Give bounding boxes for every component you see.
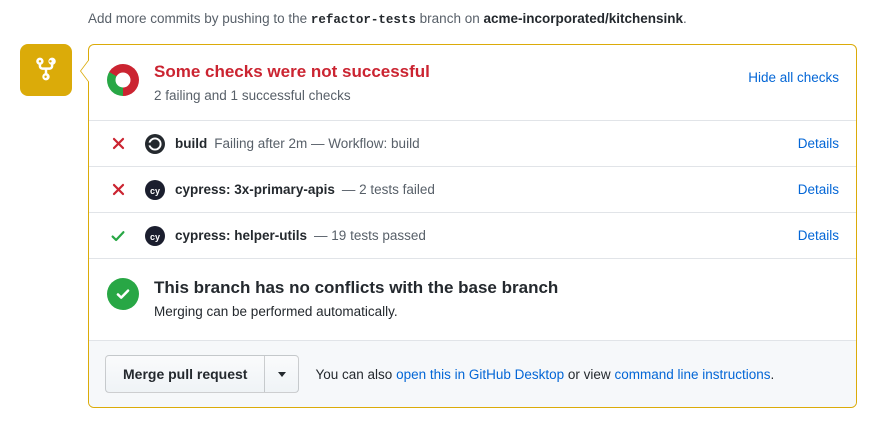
check-circle-icon — [107, 278, 139, 310]
merge-footer: Merge pull request You can also open thi… — [89, 340, 856, 407]
merge-status-badge — [20, 44, 72, 96]
footer-note-suffix: . — [770, 366, 775, 382]
check-name: cypress: 3x-primary-apis — [175, 182, 335, 197]
merge-conflicts-section: This branch has no conflicts with the ba… — [89, 258, 856, 340]
callout-arrow — [80, 59, 90, 83]
check-description: Failing after 2m — Workflow: build — [214, 136, 420, 151]
command-line-instructions-link[interactable]: command line instructions — [614, 366, 771, 382]
check-details-link[interactable]: Details — [797, 182, 839, 197]
chevron-down-icon — [277, 371, 286, 377]
checks-donut-chart — [107, 64, 139, 96]
push-hint-suffix: . — [683, 11, 687, 26]
check-icon — [110, 228, 126, 244]
checks-summary-text: Some checks were not successful 2 failin… — [154, 61, 430, 106]
git-merge-icon — [33, 56, 59, 85]
svg-text:cy: cy — [150, 231, 160, 241]
checks-summary-header: Some checks were not successful 2 failin… — [89, 45, 856, 120]
check-status-icon — [109, 228, 127, 244]
svg-text:cy: cy — [150, 185, 160, 195]
cypress-icon: cy — [145, 225, 165, 246]
merge-conflicts-title: This branch has no conflicts with the ba… — [154, 278, 559, 297]
hide-all-checks-link[interactable]: Hide all checks — [748, 70, 839, 85]
merge-conflicts-text: This branch has no conflicts with the ba… — [154, 277, 558, 322]
checks-summary-title: Some checks were not successful — [154, 62, 430, 81]
github-actions-icon — [145, 133, 165, 154]
check-row: cy cypress: helper-utils — 19 tests passed… — [89, 212, 856, 258]
check-row: cy cypress: 3x-primary-apis — 2 tests fail… — [89, 166, 856, 212]
check-avatar: cy — [145, 225, 165, 246]
check-status-icon — [109, 182, 127, 197]
footer-note-prefix: You can also — [315, 366, 393, 382]
merge-footer-note: You can also open this in GitHub Desktop… — [315, 367, 774, 382]
check-avatar — [145, 133, 165, 154]
footer-note-middle: or view — [567, 366, 611, 382]
check-details-link[interactable]: Details — [797, 136, 839, 151]
check-name: build — [175, 136, 208, 151]
check-row: build Failing after 2m — Workflow: build D… — [89, 120, 856, 166]
check-description: — 19 tests passed — [314, 228, 426, 243]
merge-conflicts-subtitle: Merging can be performed automatically. — [154, 304, 398, 319]
merge-status-panel: Some checks were not successful 2 failin… — [80, 44, 857, 408]
open-in-github-desktop-link[interactable]: open this in GitHub Desktop — [396, 366, 565, 382]
check-status-icon — [109, 136, 127, 151]
merge-button-group: Merge pull request — [105, 355, 300, 393]
check-details-link[interactable]: Details — [797, 228, 839, 243]
push-hint-prefix: Add more commits by pushing to the — [88, 11, 308, 26]
x-icon — [111, 182, 126, 197]
checks-summary-subtitle: 2 failing and 1 successful checks — [154, 88, 351, 103]
check-description: — 2 tests failed — [341, 182, 435, 197]
cypress-icon: cy — [145, 179, 165, 200]
check-name: cypress: helper-utils — [175, 228, 308, 243]
merge-pull-request-button[interactable]: Merge pull request — [105, 355, 266, 393]
push-commits-hint: Add more commits by pushing to the refac… — [88, 9, 687, 30]
merge-options-dropdown-button[interactable] — [265, 355, 300, 393]
branch-name: refactor-tests — [310, 13, 416, 27]
x-icon — [111, 136, 126, 151]
push-hint-middle: branch on — [419, 11, 480, 26]
repository-name: acme-incorporated/kitchensink — [483, 11, 684, 26]
check-avatar: cy — [145, 179, 165, 200]
